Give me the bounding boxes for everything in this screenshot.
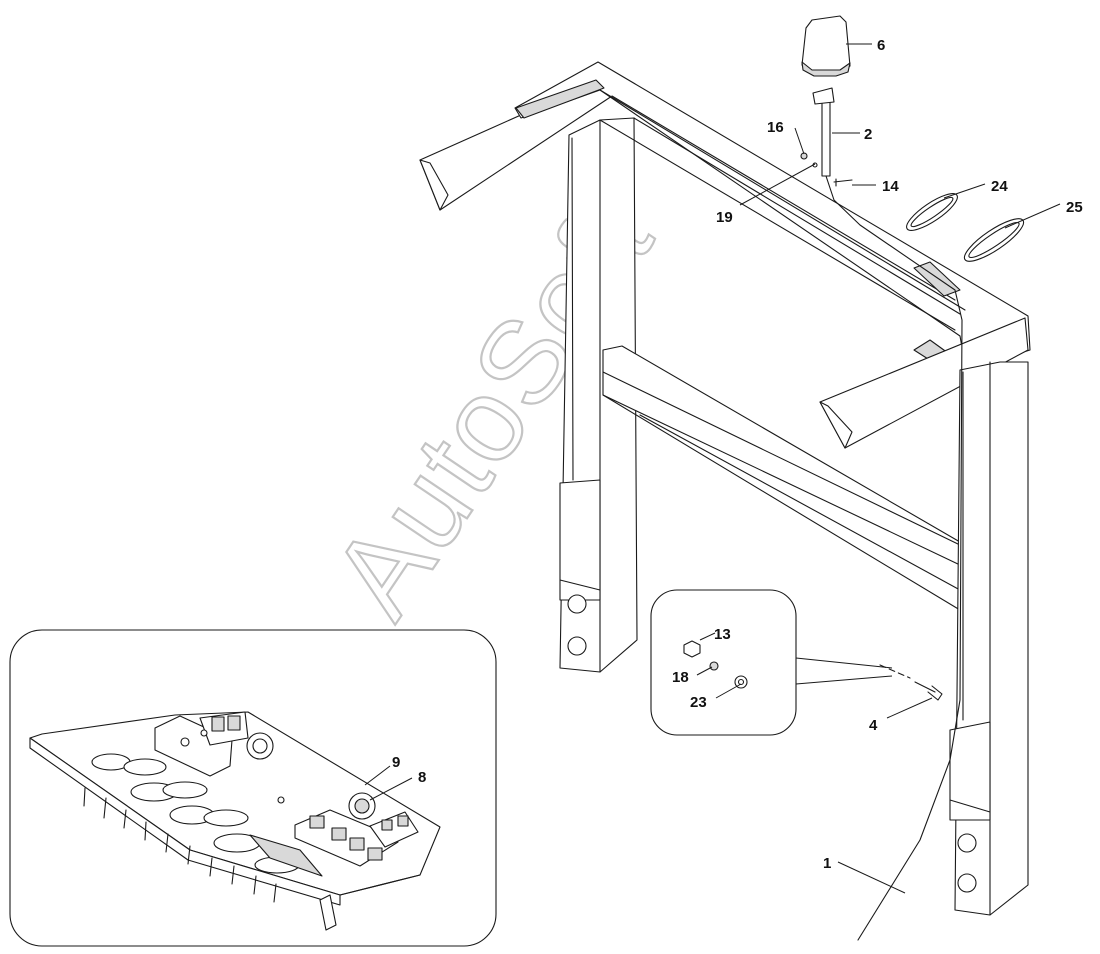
callout-1: 1: [823, 855, 831, 872]
cab-frame: [419, 61, 1031, 916]
wiring-harness: [825, 175, 963, 941]
callout-9: 9: [392, 754, 400, 771]
callout-6: 6: [877, 37, 885, 54]
callout-14: 14: [882, 178, 899, 195]
nut-13: [683, 640, 701, 658]
beacon-lamp: [801, 15, 851, 77]
callout-19: 19: [716, 209, 733, 226]
switch-panel-inset: [9, 629, 497, 947]
bolt-4: [914, 681, 943, 701]
washer-23: [734, 675, 748, 689]
callout-24: 24: [991, 178, 1008, 195]
cable-strap-24: [906, 193, 958, 231]
screw-14: [833, 178, 853, 187]
callout-16: 16: [767, 119, 784, 136]
callout-2: 2: [864, 126, 872, 143]
cable-strap-25: [963, 218, 1025, 262]
callout-25: 25: [1066, 199, 1083, 216]
washer-18: [709, 661, 719, 671]
callout-13: 13: [714, 626, 731, 643]
hardware-inset: [650, 589, 911, 736]
callout-4: 4: [869, 717, 878, 734]
callout-8: 8: [418, 769, 426, 786]
callout-23: 23: [690, 694, 707, 711]
leader-lines: [364, 43, 1061, 894]
callout-18: 18: [672, 669, 689, 686]
